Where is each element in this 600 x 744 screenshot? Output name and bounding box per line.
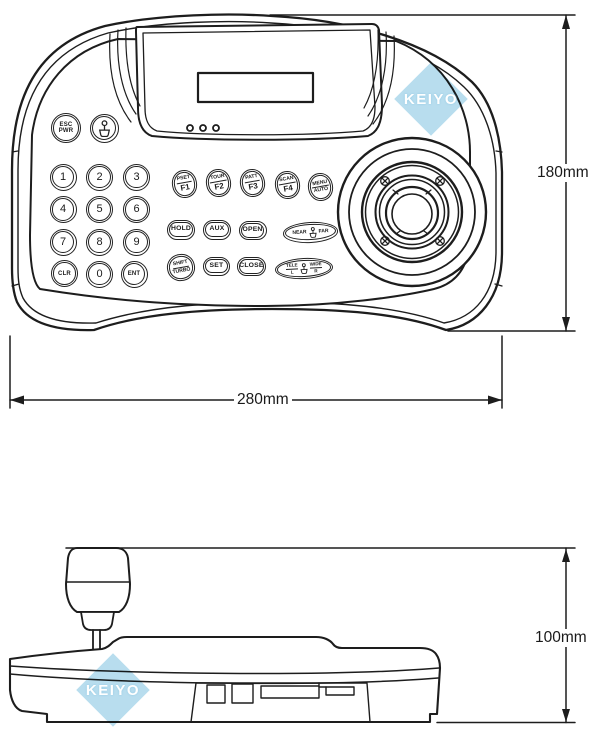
- rear-connectors: [190, 682, 371, 723]
- keiyo-watermark-text-side: KEIYO: [85, 682, 141, 699]
- joystick-icon: [98, 119, 110, 137]
- key-9: 9: [123, 228, 150, 256]
- key-8: 8: [86, 228, 113, 256]
- key-set: SET: [202, 257, 231, 276]
- key-3: 3: [123, 163, 150, 191]
- key-5: 5: [86, 196, 113, 223]
- keiyo-watermark-text: KEIYO: [403, 91, 459, 108]
- side-height-dimension-label: 100mm: [532, 629, 590, 647]
- joystick-handle-side: [65, 547, 131, 613]
- lcd-panel: [109, 23, 395, 141]
- key-focus-near-far: NEAR FAR: [282, 220, 338, 244]
- key-1: 1: [49, 163, 77, 191]
- pwr-label: PWR: [58, 128, 74, 134]
- key-6: 6: [123, 196, 150, 223]
- screws: [380, 176, 445, 246]
- key-zoom-tele-wide: TELE L WIDE R: [274, 256, 334, 281]
- key-hold: HOLD: [167, 220, 195, 240]
- joystick-knob: [384, 185, 440, 241]
- body-profile: [8, 635, 442, 724]
- height-dimension-label: 180mm: [534, 164, 592, 182]
- key-2: 2: [86, 163, 113, 191]
- key-0: 0: [86, 260, 113, 288]
- key-4: 4: [49, 196, 77, 223]
- key-close: CLOSE: [236, 257, 267, 276]
- esc-pwr-key: ESC PWR: [51, 113, 81, 143]
- key-ent: ENT: [120, 260, 148, 288]
- key-7: 7: [49, 228, 77, 256]
- key-clr: CLR: [51, 260, 78, 287]
- dimension-arrows-side: [562, 549, 570, 722]
- dimension-arrows-top: [10, 15, 570, 405]
- esc-label: ESC: [59, 122, 73, 128]
- joystick-icon: [300, 263, 308, 275]
- lcd-screen: [196, 71, 315, 104]
- grip-lines: [109, 27, 395, 125]
- width-dimension-label: 280mm: [234, 391, 292, 409]
- joystick-top-view: [336, 136, 488, 288]
- key-aux: AUX: [203, 220, 231, 240]
- joystick-mode-key: [89, 113, 119, 143]
- key-open: OPEN: [238, 220, 267, 240]
- led-indicators: [186, 124, 220, 132]
- joystick-icon: [308, 226, 316, 238]
